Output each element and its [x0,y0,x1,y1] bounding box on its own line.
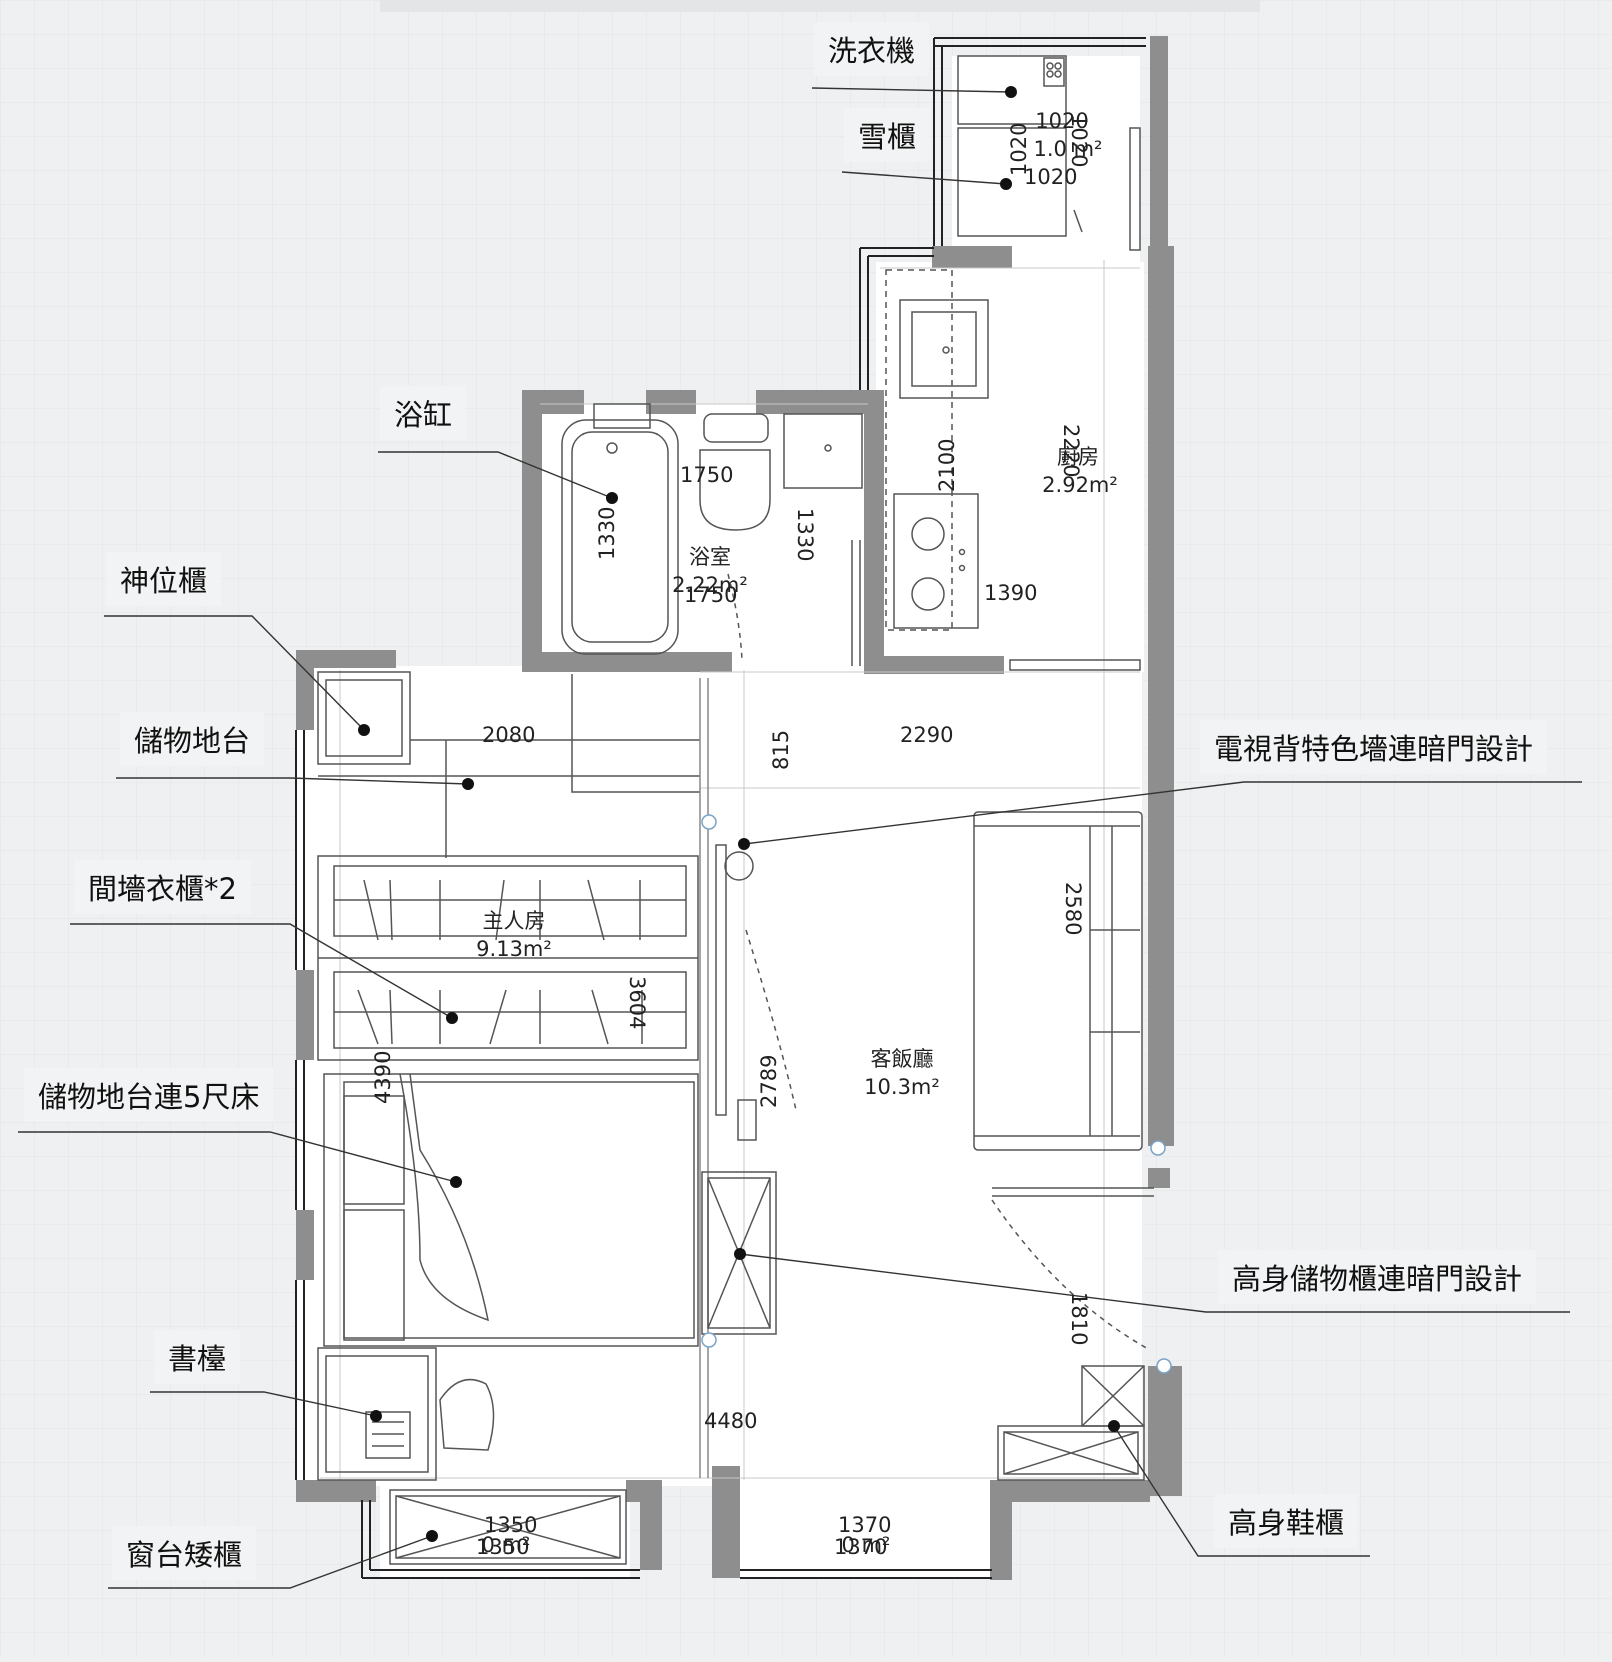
walls [296,36,1182,1580]
dim-1350-top: 1350 [484,1513,537,1537]
utility-name: 1020 [1035,109,1088,133]
dim-1370-bottom: 1370 [834,1535,887,1559]
dim-2789: 2789 [757,1055,781,1108]
top-shadow [380,0,1260,12]
label-tall-storage: 高身儲物櫃連暗門設計 [1218,1250,1537,1304]
dim-1390: 1390 [984,581,1037,605]
living-area: 10.3m² [864,1075,940,1099]
label-shoe-cabinet: 高身鞋櫃 [1214,1494,1359,1548]
dim-1020-right: 1020 [1067,114,1091,167]
dim-1750-top: 1750 [680,463,733,487]
outline-lines [295,37,1146,1579]
dim-2290: 2290 [900,723,953,747]
label-window-cabinet: 窗台矮櫃 [112,1526,257,1580]
label-bathtub: 浴缸 [380,386,467,440]
bay1-area: 0 m² [482,1533,531,1557]
utility-area: 1.0 m² [1034,137,1103,161]
bath-name: 浴室 [689,545,731,569]
dim-4480: 4480 [704,1409,757,1433]
dim-815: 815 [769,730,793,770]
dim-1810: 1810 [1067,1292,1091,1345]
label-tv-feature-wall: 電視背特色墻連暗門設計 [1200,720,1548,774]
label-fridge: 雪櫃 [844,108,931,162]
dim-1020-horizontal: 1020 [1024,165,1077,189]
label-washer: 洗衣機 [814,22,930,76]
dimension-labels: 1020 1020 1020 1750 1750 1330 1330 2100 … [371,114,1091,1559]
bay2-area: 0 m² [842,1533,891,1557]
dim-2220: 2220 [1059,424,1083,477]
kitchen-name: 廚房 [1057,445,1099,469]
bay-window-cabinets [389,1489,627,1565]
dim-1330-bath: 1330 [793,508,817,561]
dim-4390: 4390 [371,1051,395,1104]
dim-1330-bathtub: 1330 [595,507,619,560]
bath-area: 2.22m² [672,573,748,597]
dim-2080: 2080 [482,723,535,747]
door-markers [701,814,1172,1374]
room-labels: 1020 1.0 m² 廚房 2.92m² 浴室 2.22m² 主人房 9.13… [476,109,1118,1557]
living-name: 客飯廳 [871,1047,934,1071]
label-desk: 書檯 [154,1330,241,1384]
dim-1370-top: 1370 [838,1513,891,1537]
shoe-cabinet [997,1365,1145,1481]
leader-dots [358,86,1120,1542]
construction-lines [320,260,1140,1480]
kitchen-area: 2.92m² [1042,473,1118,497]
floor-areas [296,56,1144,1578]
dim-1750-bottom: 1750 [684,583,737,607]
bathroom-fixtures [561,403,863,666]
master-area: 9.13m² [476,937,552,961]
label-partition-wardrobe: 間墻衣櫃*2 [74,860,251,914]
washer-fridge [957,55,1141,251]
label-altar-cabinet: 神位櫃 [106,552,222,606]
label-platform-bed: 儲物地台連5尺床 [24,1068,274,1122]
dim-1350-bottom: 1350 [476,1535,529,1559]
label-storage-platform: 儲物地台 [120,712,265,766]
bedroom-fixtures [317,671,797,1481]
sofa [973,811,1154,1351]
leader-lines [18,87,1582,1589]
dim-2580: 2580 [1061,882,1085,935]
dim-3604: 3604 [625,976,649,1029]
master-name: 主人房 [483,909,546,933]
dim-2100: 2100 [935,439,959,492]
kitchen-fixtures [885,269,1141,671]
dim-1020-left: 1020 [1007,123,1031,176]
